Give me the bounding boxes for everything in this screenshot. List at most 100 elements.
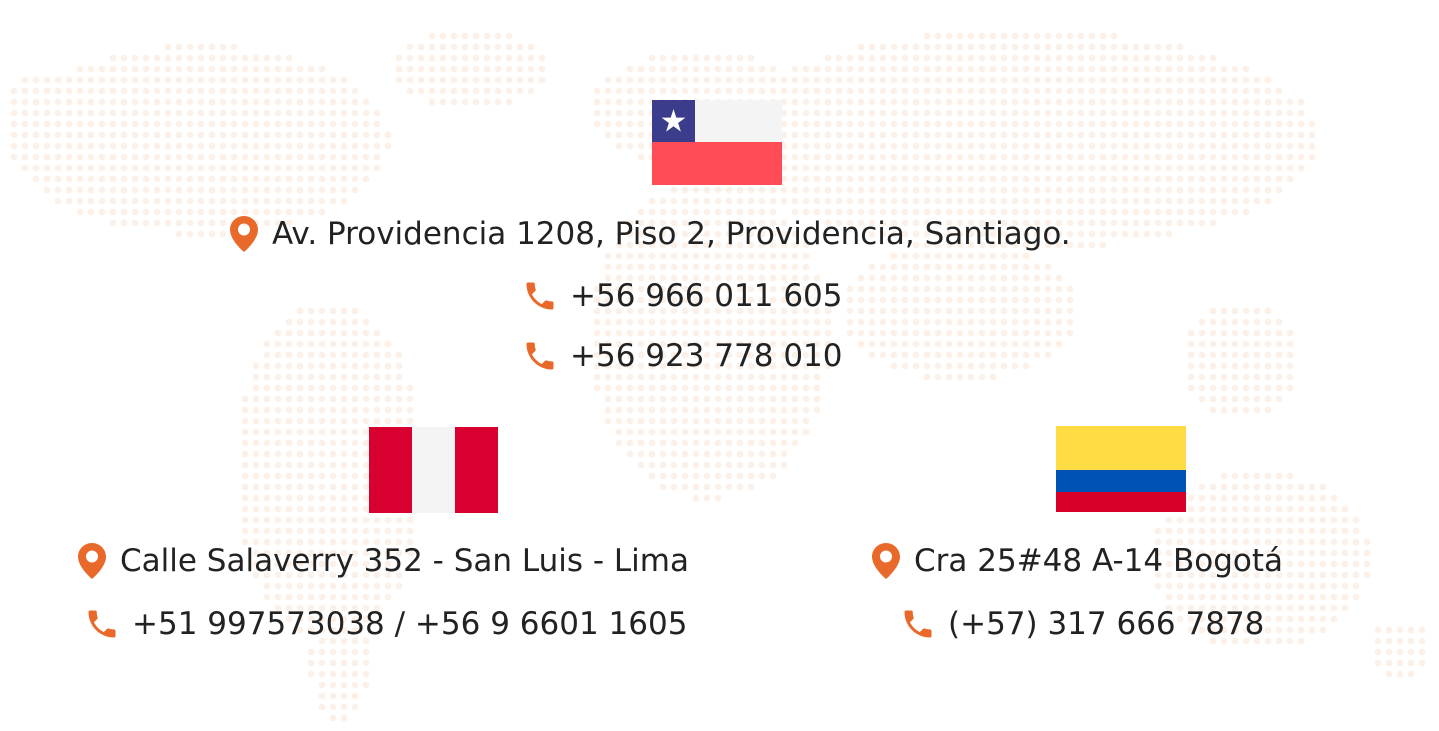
map-dot [1022,175,1030,183]
map-dot [1143,186,1151,194]
map-dot [351,120,359,128]
map-dot [1165,219,1173,227]
peru-flag-icon [369,427,498,513]
map-dot [1110,230,1118,238]
map-dot [956,65,964,73]
map-dot [1033,340,1041,348]
map-dot [263,560,271,568]
map-dot [1198,582,1206,590]
map-dot [1264,582,1272,590]
map-dot [912,186,920,194]
map-dot [1088,186,1096,194]
map-dot [846,109,854,117]
map-dot [659,406,667,414]
map-dot [769,219,777,227]
map-dot [274,153,282,161]
map-dot [912,241,920,249]
map-dot [703,395,711,403]
map-dot [241,450,249,458]
map-dot [868,296,876,304]
map-dot [648,351,656,359]
map-dot [1022,362,1030,370]
map-dot [1286,538,1294,546]
map-dot [978,197,986,205]
map-dot [901,219,909,227]
map-dot [241,76,249,84]
map-dot [120,109,128,117]
map-dot [318,98,326,106]
map-dot [791,87,799,95]
map-dot [285,65,293,73]
map-dot [340,373,348,381]
map-dot [648,197,656,205]
map-dot [769,241,777,249]
map-dot [923,230,931,238]
chile-phone-line-1[interactable]: +56 966 011 605 [522,276,843,316]
map-dot [296,186,304,194]
map-dot [1110,219,1118,227]
map-dot [362,417,370,425]
map-dot [967,43,975,51]
map-dot [362,329,370,337]
map-dot [967,285,975,293]
map-dot [703,329,711,337]
map-dot [175,175,183,183]
map-dot [934,76,942,84]
map-dot [1330,582,1338,590]
colombia-phone[interactable]: (+57) 317 666 7878 [948,606,1265,642]
map-dot [351,560,359,568]
map-dot [1242,120,1250,128]
map-dot [725,241,733,249]
map-dot [329,648,337,656]
map-dot [1275,571,1283,579]
map-dot [439,76,447,84]
map-dot [692,263,700,271]
map-dot [1154,230,1162,238]
map-dot [989,131,997,139]
map-dot [483,87,491,95]
map-dot [890,87,898,95]
map-dot [351,516,359,524]
map-dot [824,120,832,128]
map-dot [208,109,216,117]
map-dot [1121,98,1129,106]
map-dot [230,142,238,150]
map-dot [175,153,183,161]
map-dot [175,98,183,106]
chile-phone-2[interactable]: +56 923 778 010 [570,338,843,374]
map-dot [87,186,95,194]
map-dot [296,142,304,150]
peru-phone[interactable]: +51 997573038 / +56 9 6601 1605 [132,606,688,642]
map-dot [945,318,953,326]
map-dot [329,175,337,183]
map-dot [285,153,293,161]
chile-phone-1[interactable]: +56 966 011 605 [570,278,843,314]
map-dot [857,318,865,326]
map-dot [626,406,634,414]
map-dot [802,164,810,172]
map-dot [329,406,337,414]
map-dot [978,241,986,249]
map-dot [725,54,733,62]
map-dot [1198,65,1206,73]
map-dot [626,65,634,73]
map-dot [1121,87,1129,95]
map-dot [681,450,689,458]
map-dot [835,76,843,84]
map-dot [802,329,810,337]
map-dot [703,340,711,348]
chile-phone-line-2[interactable]: +56 923 778 010 [522,336,843,376]
peru-phone-line[interactable]: +51 997573038 / +56 9 6601 1605 [84,604,687,644]
map-dot [604,417,612,425]
map-dot [604,307,612,315]
map-dot [318,659,326,667]
map-dot [703,285,711,293]
map-dot [604,351,612,359]
map-dot [857,208,865,216]
map-dot [142,142,150,150]
map-dot [1077,153,1085,161]
map-dot [285,604,293,612]
map-dot [340,109,348,117]
colombia-phone-line[interactable]: (+57) 317 666 7878 [900,604,1264,644]
map-dot [395,538,403,546]
